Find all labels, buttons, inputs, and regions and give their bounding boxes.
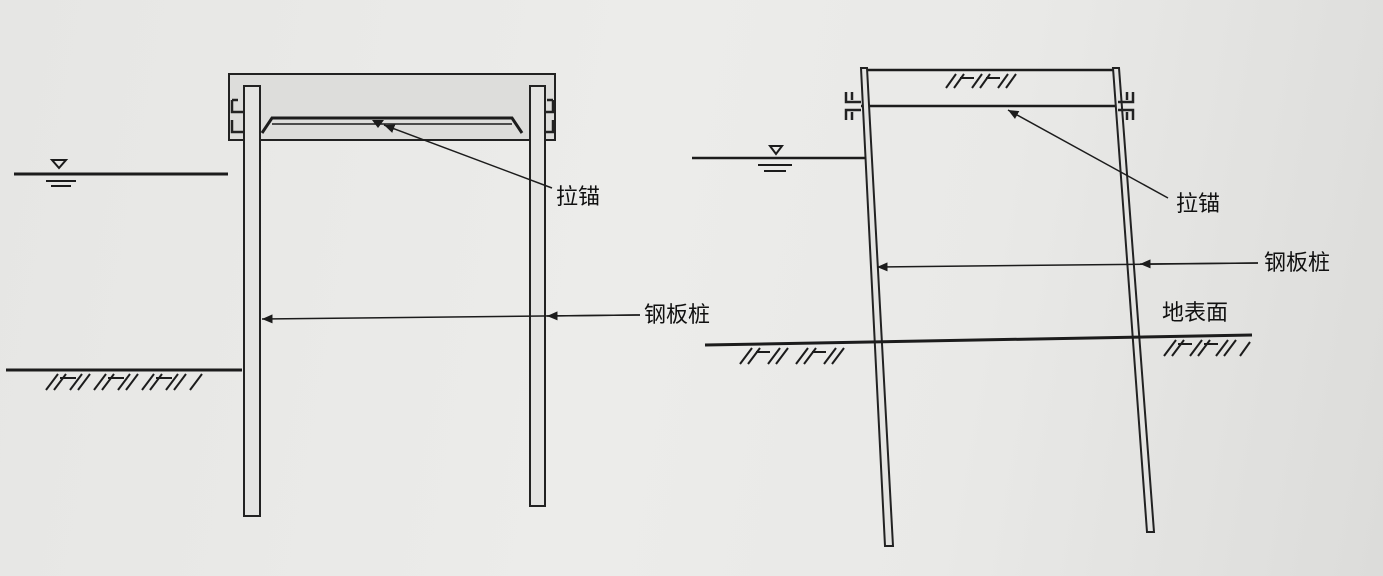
right-waling-left [844,92,861,120]
right-anchor-leader [1007,109,1169,199]
right-ground-surface-label: 地表面 [1162,301,1228,326]
left-waling-left [230,98,244,134]
right-sheet-pile-a [859,67,895,547]
left-pile-cap [228,73,556,141]
left-sheet-pile-label: 钢板桩 [644,303,710,328]
left-anchor-marker-icon [372,120,384,128]
left-sheet-pile-a [243,85,261,517]
right-diagram: 拉锚 钢板桩 地表面 [692,67,1330,547]
left-diagram: 拉锚 钢板桩 [6,73,710,517]
left-soil-hatch-icon [45,373,203,391]
right-soil-hatch-right-icon [1163,339,1251,357]
right-sheet-pile-b [1111,67,1156,533]
right-sheet-pile-label: 钢板桩 [1264,251,1330,276]
water-level-icon [758,145,792,172]
right-top-soil-hatch-icon [945,73,1017,89]
left-waling-right [545,98,555,134]
left-anchor-leader [383,124,553,189]
right-soil-hatch-left-icon [739,347,845,365]
right-waling-right [1118,92,1135,120]
right-ground-line [704,333,1253,347]
left-anchor-label: 拉锚 [556,185,600,210]
right-anchor-label: 拉锚 [1176,192,1220,217]
left-anchor-rod [260,116,524,134]
left-sheet-pile-b [529,85,546,507]
water-level-icon [46,159,76,187]
